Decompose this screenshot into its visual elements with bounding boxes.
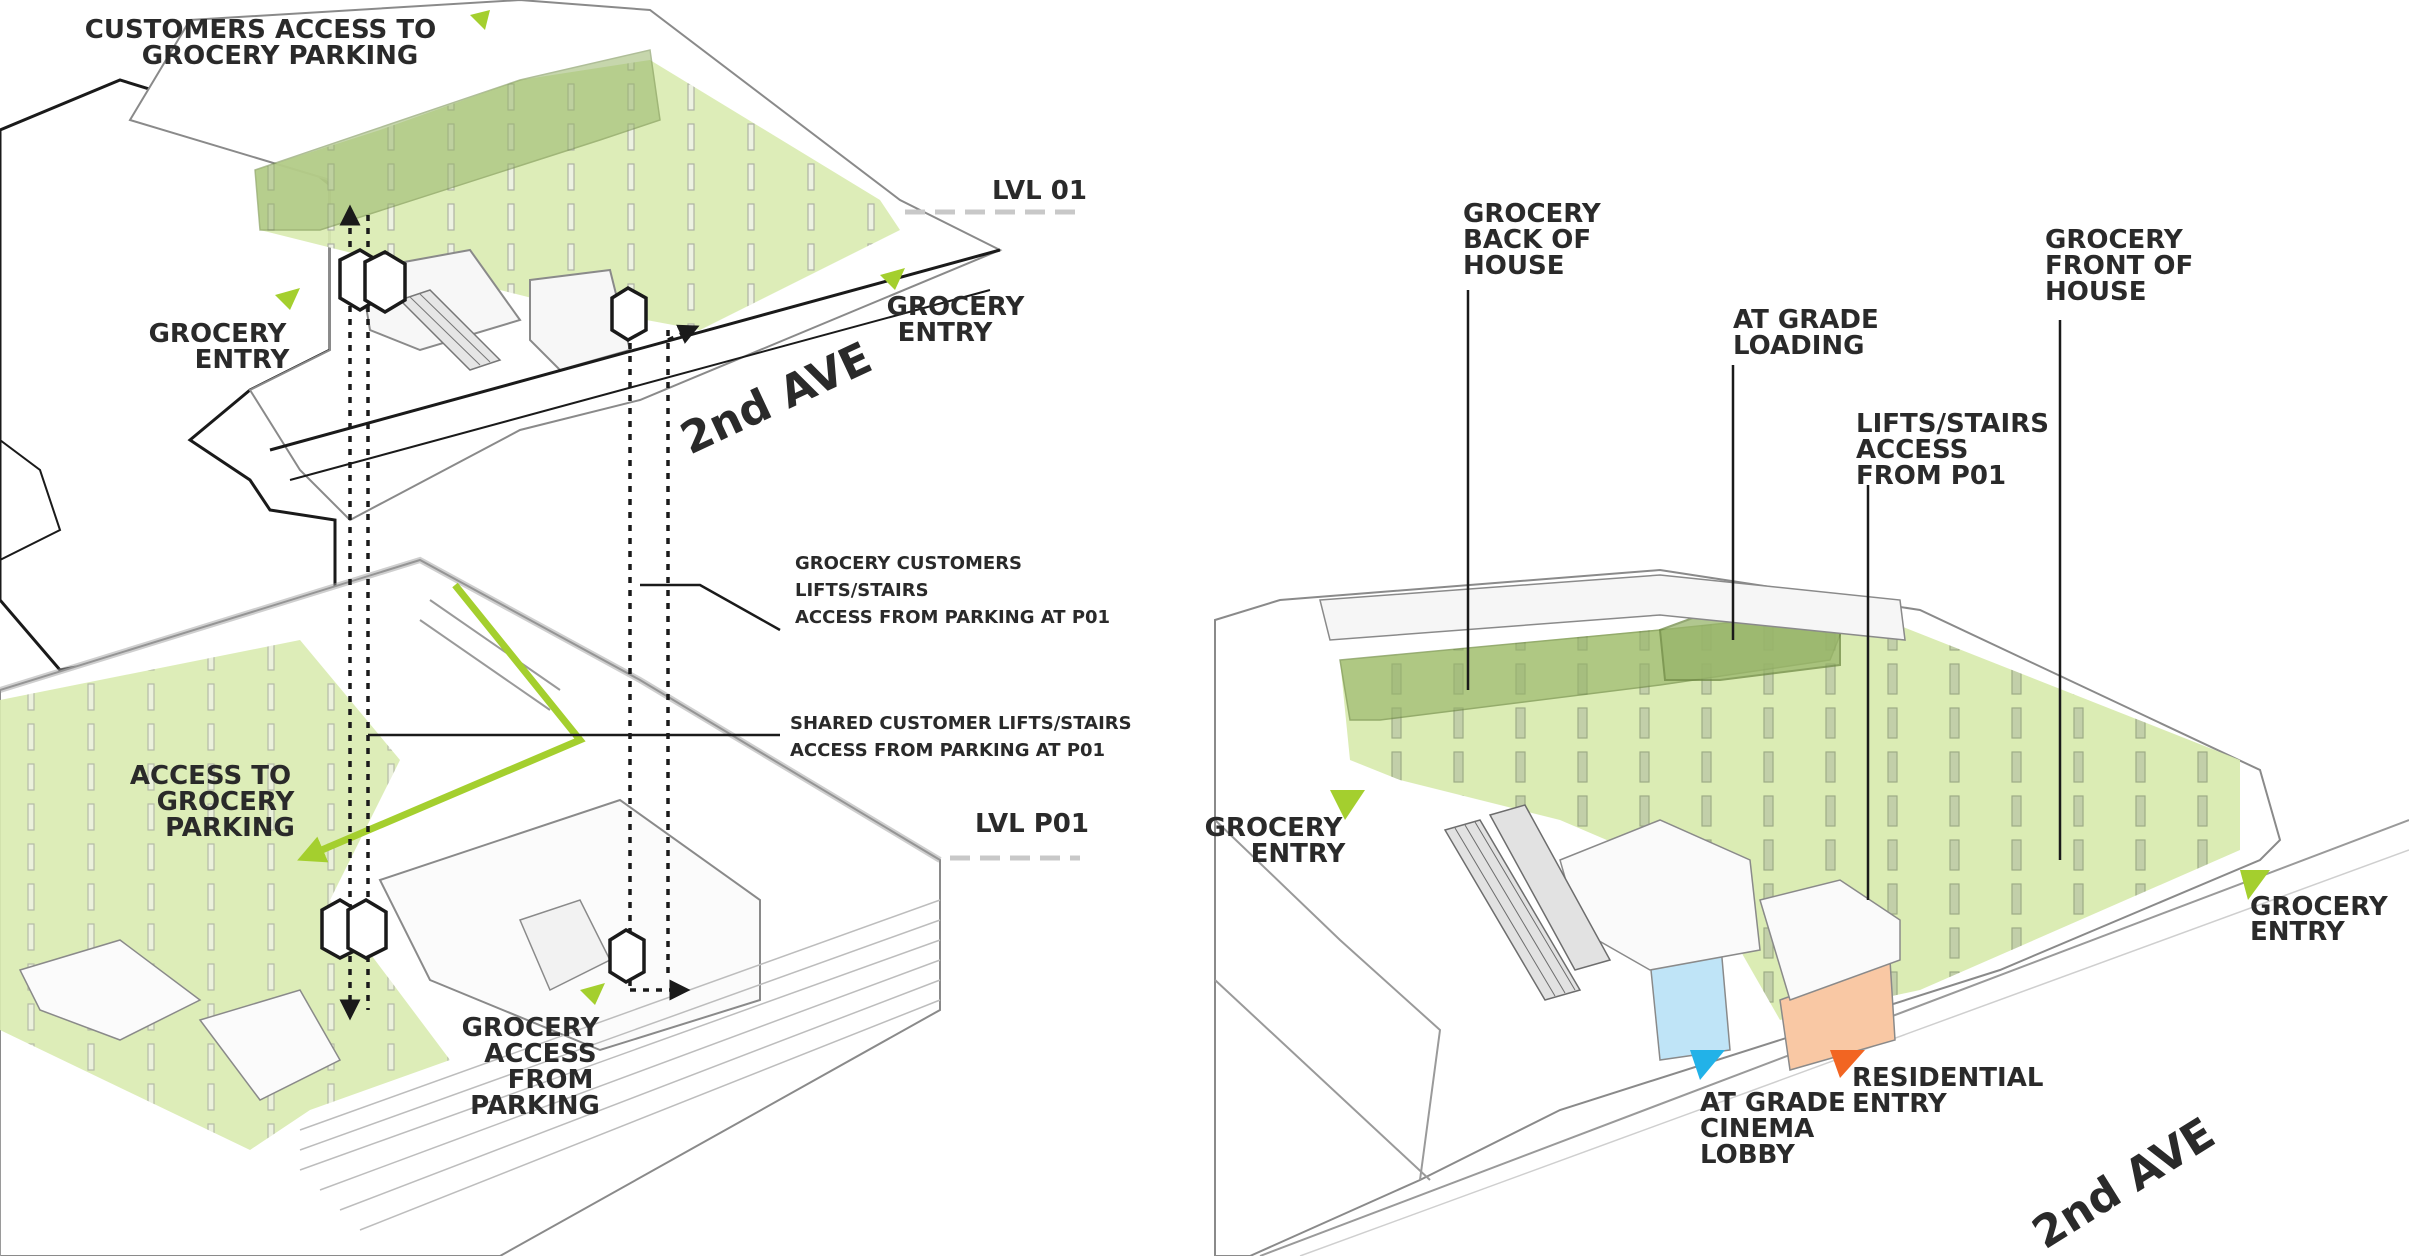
level-marker-lvl01: LVL 01 <box>905 176 1087 215</box>
entry-triangle-icon <box>880 268 905 290</box>
right-leaders <box>1466 290 2062 900</box>
entry-triangle-icon <box>470 10 490 30</box>
grocery-access-from-parking-label: GROCERY ACCESS FROM PARKING <box>462 1013 609 1121</box>
access-grocery-parking-label: ACCESS TO GROCERY PARKING <box>130 761 304 843</box>
entry-triangle-icon <box>1330 790 1365 820</box>
right-panel: 2nd AVE GROCERY BACK OF HOUSE AT GRADE L… <box>1205 199 2409 1256</box>
callout-shared-lifts: SHARED CUSTOMER LIFTS/STAIRS ACCESS FROM… <box>790 713 1138 761</box>
lvl01-label: LVL 01 <box>992 176 1087 206</box>
left-panel: LVL 01 LVL P01 2nd AVE CUSTOMERS ACCESS … <box>0 0 1138 1256</box>
grocery-entry-right-panel-right: GROCERY ENTRY <box>2250 892 2397 947</box>
back-of-house-lvl01 <box>254 49 661 231</box>
escalator-right <box>1443 804 1612 1001</box>
parking-access-path <box>297 582 586 863</box>
entry-triangle-icon <box>2240 870 2270 900</box>
entry-triangle-icon <box>580 983 605 1005</box>
street-label-right: 2nd AVE <box>2024 1108 2224 1256</box>
p01-plate <box>0 556 942 1256</box>
lift-hex-p01-right <box>608 927 646 985</box>
entry-markers-right <box>1330 790 2270 1080</box>
at-grade-loading-label: AT GRADE LOADING <box>1733 305 1888 361</box>
elevator-markers <box>320 248 648 985</box>
cinema-triangle-icon <box>1690 1050 1725 1080</box>
residential-triangle-icon <box>1830 1050 1865 1078</box>
lift-hex-lvl01-left-2 <box>363 250 407 315</box>
level-marker-p01: LVL P01 <box>950 809 1089 861</box>
grocery-boh-label: GROCERY BACK OF HOUSE <box>1463 199 1610 281</box>
lifts-stairs-access-label: LIFTS/STAIRS ACCESS FROM P01 <box>1856 409 2058 491</box>
lvlp01-label: LVL P01 <box>975 809 1089 839</box>
lvl01-plate <box>0 0 1003 672</box>
cinema-lobby-label: AT GRADE CINEMA LOBBY <box>1700 1088 1855 1170</box>
callout-customers-lifts: GROCERY CUSTOMERS LIFTS/STAIRS ACCESS FR… <box>795 553 1110 628</box>
grocery-foh-label: GROCERY FRONT OF HOUSE <box>2045 225 2202 307</box>
entry-triangle-icon <box>275 288 300 310</box>
callout-leader-customers <box>640 583 781 632</box>
residential-entry-label: RESIDENTIAL ENTRY <box>1852 1063 2052 1119</box>
lift-hex-p01-left-2 <box>346 897 388 960</box>
grocery-entry-right-panel-left: GROCERY ENTRY <box>1205 813 1352 869</box>
grocery-entry-right-label: GROCERY ENTRY <box>887 292 1034 348</box>
top-customers-access-label: CUSTOMERS ACCESS TO GROCERY PARKING <box>85 15 445 71</box>
entry-markers-left <box>275 10 905 1005</box>
vertical-circulation-lines <box>339 204 700 1021</box>
lift-hex-lvl01-right <box>610 285 648 343</box>
grocery-entry-left-label: GROCERY ENTRY <box>149 319 296 375</box>
